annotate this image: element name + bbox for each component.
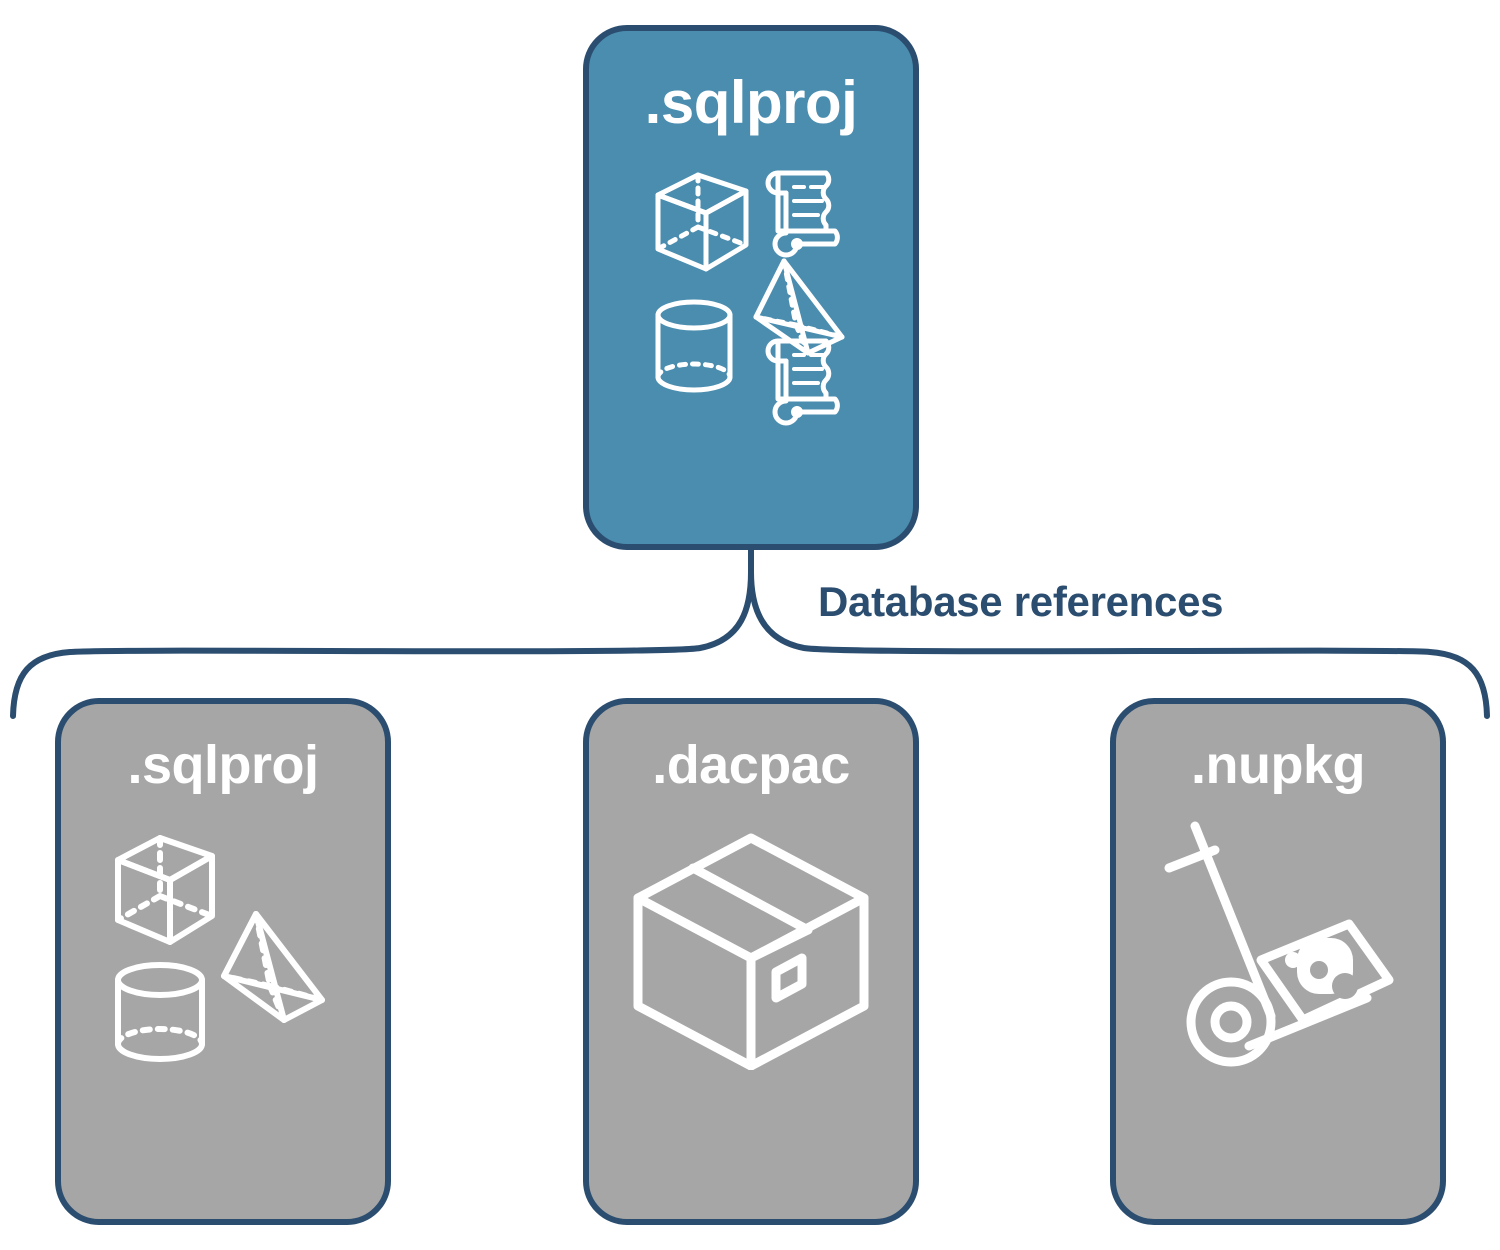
database-references-label: Database references xyxy=(818,578,1224,625)
pyramid-icon xyxy=(753,258,845,356)
reference-card-label: .sqlproj xyxy=(127,735,319,795)
database-objects-icon xyxy=(646,157,856,427)
database-objects-icon xyxy=(98,820,348,1070)
pyramid-icon xyxy=(221,911,325,1023)
reference-card-label: .nupkg xyxy=(1191,735,1365,795)
package-box-icon xyxy=(626,820,876,1070)
reference-card-dacpac[interactable]: .dacpac xyxy=(583,698,919,1225)
root-project-card[interactable]: .sqlproj xyxy=(583,25,919,550)
root-project-label: .sqlproj xyxy=(644,69,858,136)
cylinder-icon xyxy=(115,962,205,1062)
reference-card-sqlproj[interactable]: .sqlproj xyxy=(55,698,391,1225)
cube-icon xyxy=(115,835,215,945)
scroll-icon xyxy=(765,338,840,426)
scroll-icon xyxy=(765,170,840,258)
cube-icon xyxy=(655,172,749,272)
reference-card-label: .dacpac xyxy=(652,735,850,795)
reference-card-nupkg[interactable]: .nupkg xyxy=(1110,698,1446,1225)
hand-truck-icon xyxy=(1153,820,1403,1070)
shipping-box-icon xyxy=(633,833,869,1070)
cylinder-icon xyxy=(655,299,733,393)
